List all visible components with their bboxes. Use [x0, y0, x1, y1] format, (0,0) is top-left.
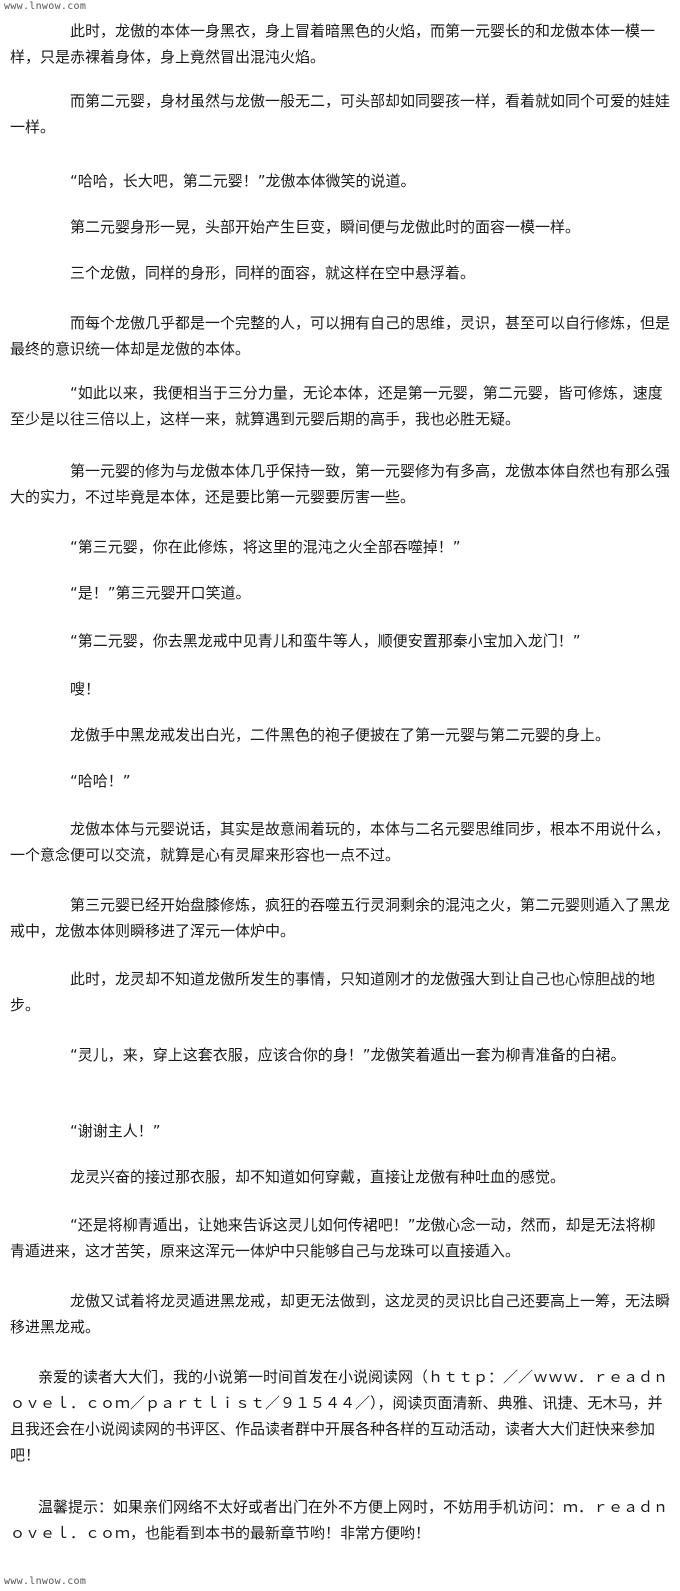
paragraph: “第三元婴，你在此修炼，将这里的混沌之火全部吞噬掉！”: [70, 538, 461, 556]
paragraph: 三个龙傲，同样的身形，同样的面容，就这样在空中悬浮着。: [70, 264, 476, 282]
paragraph: 第三元婴已经开始盘膝修炼，疯狂的吞噬五行灵洞剩余的混沌之火，第二元婴则遁入了黑龙…: [10, 896, 671, 940]
paragraph: “灵儿，来，穿上这套衣服，应该合你的身！”龙傲笑着遁出一套为柳青准备的白裙。: [70, 1046, 626, 1064]
paragraph: 而每个龙傲几乎都是一个完整的人，可以拥有自己的思维，灵识，甚至可以自行修炼，但是…: [10, 314, 671, 358]
paragraph: 龙灵兴奋的接过那衣服，却不知道如何穿戴，直接让龙傲有种吐血的感觉。: [70, 1168, 566, 1186]
paragraph: “谢谢主人！”: [70, 1122, 161, 1140]
paragraph: “如此以来，我便相当于三分力量，无论本体，还是第一元婴，第二元婴，皆可修炼，速度…: [10, 384, 663, 428]
paragraph: 第二元婴身形一晃，头部开始产生巨变，瞬间便与龙傲此时的面容一模一样。: [70, 218, 581, 236]
paragraph: 此时，龙傲的本体一身黑衣，身上冒着暗黑色的火焰，而第一元婴长的和龙傲本体一模一样…: [10, 22, 656, 66]
tip-paragraph: 温馨提示：如果亲们网络不太好或者出门在外不方便上网时，不妨用手机访问：ｍ．ｒｅａ…: [10, 1498, 669, 1542]
paragraph: 龙傲本体与元婴说话，其实是故意闹着玩的，本体与二名元婴思维同步，根本不用说什么，…: [10, 820, 671, 864]
watermark-bottom: www.lnwow.com: [4, 1576, 87, 1587]
paragraph: “是！”第三元婴开口笑道。: [70, 584, 251, 602]
watermark-top: www.lnwow.com: [4, 1, 87, 12]
paragraph: 此时，龙灵却不知道龙傲所发生的事情，只知道刚才的龙傲强大到让自己也心惊胆战的地步…: [10, 970, 656, 1014]
paragraph: “第二元婴，你去黑龙戒中见青儿和蛮牛等人，顺便安置那秦小宝加入龙门！”: [70, 632, 581, 650]
paragraph: 而第二元婴，身材虽然与龙傲一般无二，可头部却如同婴孩一样，看着就如同个可爱的娃娃…: [10, 92, 671, 136]
paragraph: “还是将柳青遁出，让她来告诉这灵儿如何传裙吧！”龙傲心念一动，然而，却是无法将柳…: [10, 1216, 656, 1260]
paragraph: 嗖！: [70, 680, 101, 698]
paragraph: “哈哈，长大吧，第二元婴！”龙傲本体微笑的说道。: [70, 172, 416, 190]
paragraph: “哈哈！”: [70, 772, 131, 790]
paragraph: 第一元婴的修为与龙傲本体几乎保持一致，第一元婴修为有多高，龙傲本体自然也有那么强…: [10, 462, 671, 506]
paragraph: 龙傲又试着将龙灵遁进黑龙戒，却更无法做到，这龙灵的灵识比自己还要高上一筹，无法瞬…: [10, 1292, 671, 1336]
promo-paragraph: 亲爱的读者大大们，我的小说第一时间首发在小说阅读网（ｈｔｔｐ：／／ｗｗｗ．ｒｅａ…: [10, 1368, 669, 1464]
paragraph: 龙傲手中黑龙戒发出白光，二件黑色的袍子便披在了第一元婴与第二元婴的身上。: [70, 726, 611, 744]
